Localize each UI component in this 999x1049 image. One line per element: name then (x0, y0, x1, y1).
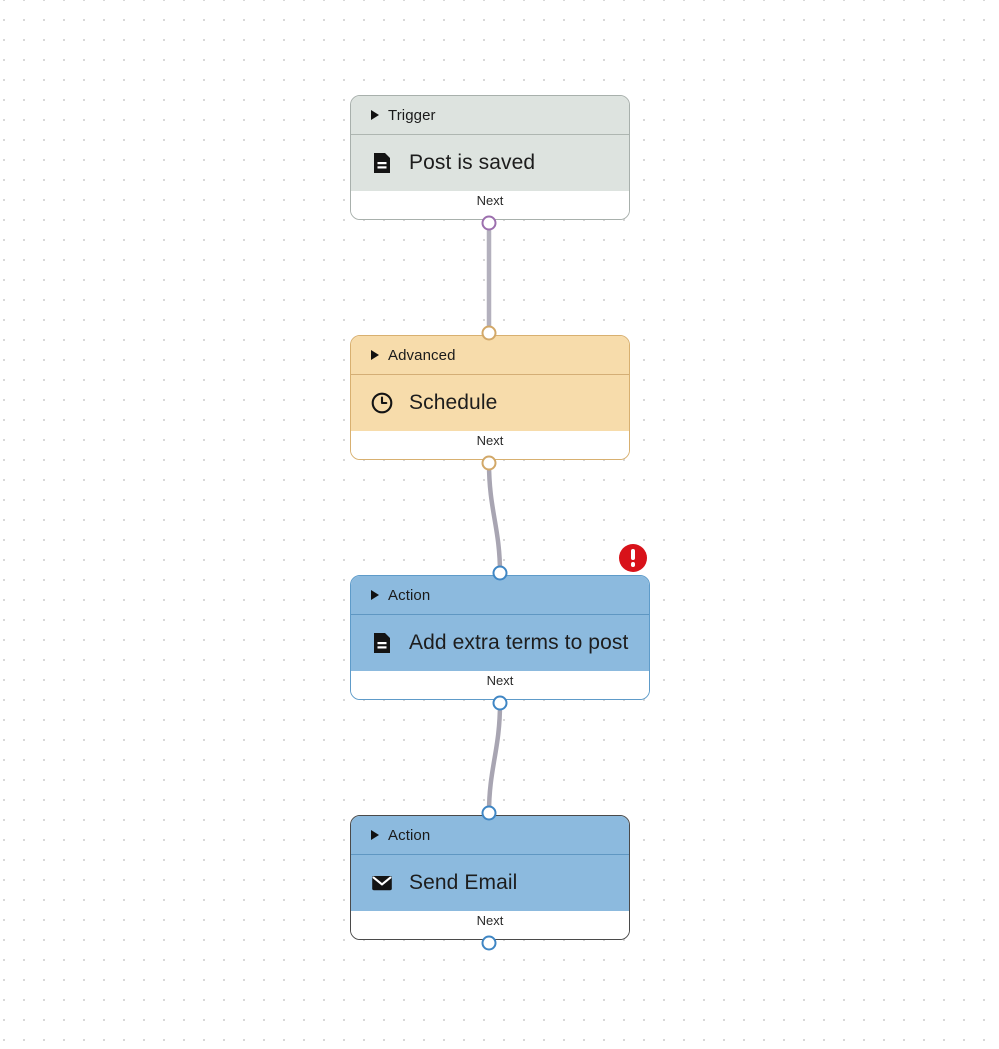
workflow-node-advanced[interactable]: Advanced Schedule Next (350, 335, 630, 460)
exclamation-dot (630, 562, 636, 567)
clock-icon (369, 390, 395, 416)
workflow-node-action-send-email[interactable]: Action Send Email Next (350, 815, 630, 940)
port-send-email-input[interactable] (481, 805, 497, 821)
node-category-label: Action (388, 586, 431, 604)
node-title-label: Send Email (409, 871, 518, 894)
node-body-action[interactable]: Send Email (351, 855, 629, 911)
document-icon (369, 630, 395, 656)
node-footer-next[interactable]: Next (351, 671, 649, 699)
chevron-right-icon[interactable] (371, 110, 379, 120)
node-body-trigger[interactable]: Post is saved (351, 135, 629, 191)
node-divider (351, 854, 629, 855)
port-send-email-output[interactable] (481, 935, 497, 951)
workflow-node-action-add-extra-terms[interactable]: Action Add extra terms to post Next (350, 575, 650, 700)
chevron-right-icon[interactable] (371, 590, 379, 600)
node-footer-next[interactable]: Next (351, 191, 629, 219)
chevron-right-icon[interactable] (371, 830, 379, 840)
chevron-right-icon[interactable] (371, 350, 379, 360)
node-header-action[interactable]: Action (351, 816, 629, 854)
node-category-label: Trigger (388, 106, 436, 124)
envelope-icon (369, 870, 395, 896)
node-title-label: Post is saved (409, 151, 536, 174)
port-action-input[interactable] (492, 565, 508, 581)
node-body-advanced[interactable]: Schedule (351, 375, 629, 431)
exclamation-stem (630, 549, 636, 560)
connector-action-to-send-email (486, 700, 503, 816)
node-footer-next[interactable]: Next (351, 431, 629, 459)
document-icon (369, 150, 395, 176)
node-title-label: Add extra terms to post (409, 631, 629, 654)
workflow-node-trigger[interactable]: Trigger Post is saved Next (350, 95, 630, 220)
node-divider (351, 614, 649, 615)
port-advanced-input[interactable] (481, 325, 497, 341)
port-trigger-output[interactable] (481, 215, 497, 231)
node-category-label: Advanced (388, 346, 456, 364)
node-divider (351, 134, 629, 135)
node-divider (351, 374, 629, 375)
port-advanced-output[interactable] (481, 455, 497, 471)
node-body-action[interactable]: Add extra terms to post (351, 615, 649, 671)
connector-advanced-to-action (486, 460, 503, 576)
node-category-label: Action (388, 826, 431, 844)
node-header-advanced[interactable]: Advanced (351, 336, 629, 374)
node-title-label: Schedule (409, 391, 498, 414)
node-header-action[interactable]: Action (351, 576, 649, 614)
node-footer-next[interactable]: Next (351, 911, 629, 939)
node-header-trigger[interactable]: Trigger (351, 96, 629, 134)
error-badge-icon[interactable] (619, 544, 647, 572)
port-action-output[interactable] (492, 695, 508, 711)
